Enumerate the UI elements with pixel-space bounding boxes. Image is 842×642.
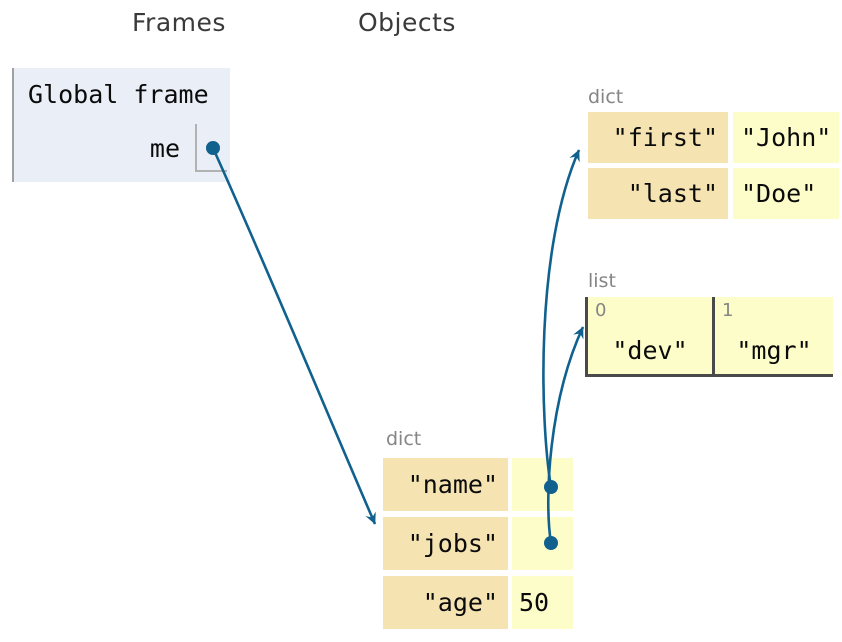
global-frame: Global frame me (12, 68, 230, 182)
variable-name-me: me (149, 134, 180, 163)
dict-person-value-last: "Doe" (733, 168, 839, 219)
dict-person-key-first: "first" (588, 112, 728, 163)
objects-heading: Objects (358, 8, 456, 37)
list-cell-1: 1 "mgr" (712, 297, 833, 377)
dict-me-key-age: "age" (383, 576, 508, 629)
dict-person-table: "first" "John" "last" "Doe" (588, 112, 839, 219)
dict-me-value-jobs-pointer-cell (512, 517, 573, 570)
global-frame-title: Global frame (28, 80, 209, 109)
dict-person-type-label: dict (588, 86, 624, 108)
dict-me-type-label: dict (386, 428, 422, 450)
dict-person-key-last: "last" (588, 168, 728, 219)
list-value-0: "dev" (612, 336, 688, 365)
pointer-arrow-me-to-dict-me (211, 147, 377, 525)
list-type-label: list (588, 270, 616, 292)
variable-value-cell-me (195, 124, 227, 172)
list-index-1: 1 (722, 300, 734, 321)
list-value-1: "mgr" (736, 336, 812, 365)
dict-me-key-name: "name" (383, 458, 508, 511)
list-index-0: 0 (595, 300, 607, 321)
pointer-arrow-name-to-dict-person (542, 149, 581, 488)
frames-heading: Frames (132, 8, 226, 37)
list-table: 0 "dev" 1 "mgr" (585, 297, 833, 377)
dict-person-value-first: "John" (733, 112, 839, 163)
dict-me-table: "name" "jobs" "age" 50 (383, 458, 573, 629)
dict-me-value-age: 50 (512, 576, 573, 629)
dict-me-value-name-pointer-cell (512, 458, 573, 511)
dict-me-key-jobs: "jobs" (383, 517, 508, 570)
list-cell-0: 0 "dev" (585, 297, 712, 377)
